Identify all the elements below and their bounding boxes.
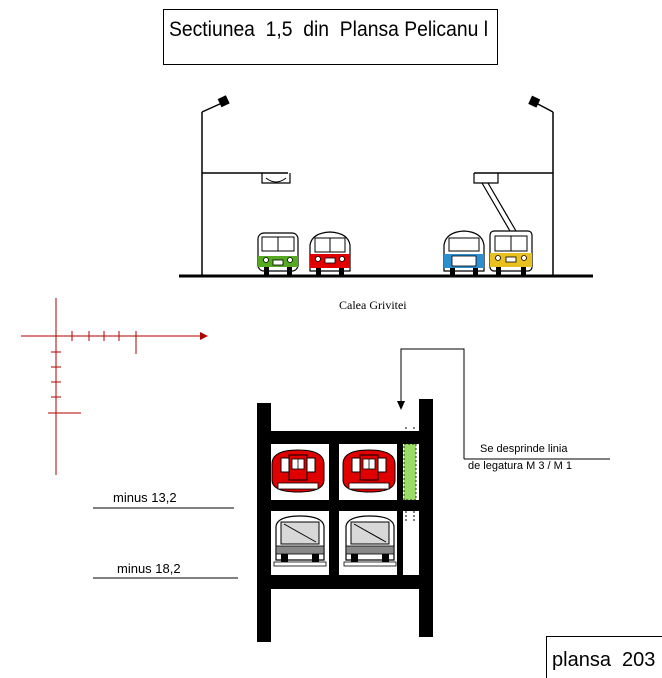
bus-icon <box>257 232 299 275</box>
street-lamp-left <box>201 95 291 276</box>
reference-axes <box>21 298 208 475</box>
title-box: Sectiunea 1,5 din Plansa Pelicanu l <box>163 9 498 65</box>
level-label-13: minus 13,2 <box>113 490 177 505</box>
level-label-18: minus 18,2 <box>117 561 181 576</box>
metro-box-structure <box>257 399 433 642</box>
metro-train-icon <box>342 449 396 493</box>
metro-train-icon <box>271 449 325 493</box>
branch-connector <box>403 427 417 522</box>
tram-red-icon <box>309 231 351 275</box>
branch-callout-leader <box>397 348 610 460</box>
plate-box: plansa 203 <box>546 636 662 678</box>
metro-train-icon <box>273 515 327 567</box>
drawing-title: Sectiunea 1,5 din Plansa Pelicanu l <box>169 18 488 41</box>
branch-note-line1: Se desprinde linia <box>480 443 568 455</box>
tram-yellow-icon <box>481 182 533 275</box>
trolleybus-blue-icon <box>443 230 485 275</box>
street-label: Calea Grivitei <box>339 298 407 312</box>
metro-train-icon <box>343 515 397 567</box>
street-lamp-right <box>473 95 554 276</box>
branch-note-line2: de legatura M 3 / M 1 <box>468 460 572 472</box>
plate-number: plansa 203 <box>552 649 656 671</box>
